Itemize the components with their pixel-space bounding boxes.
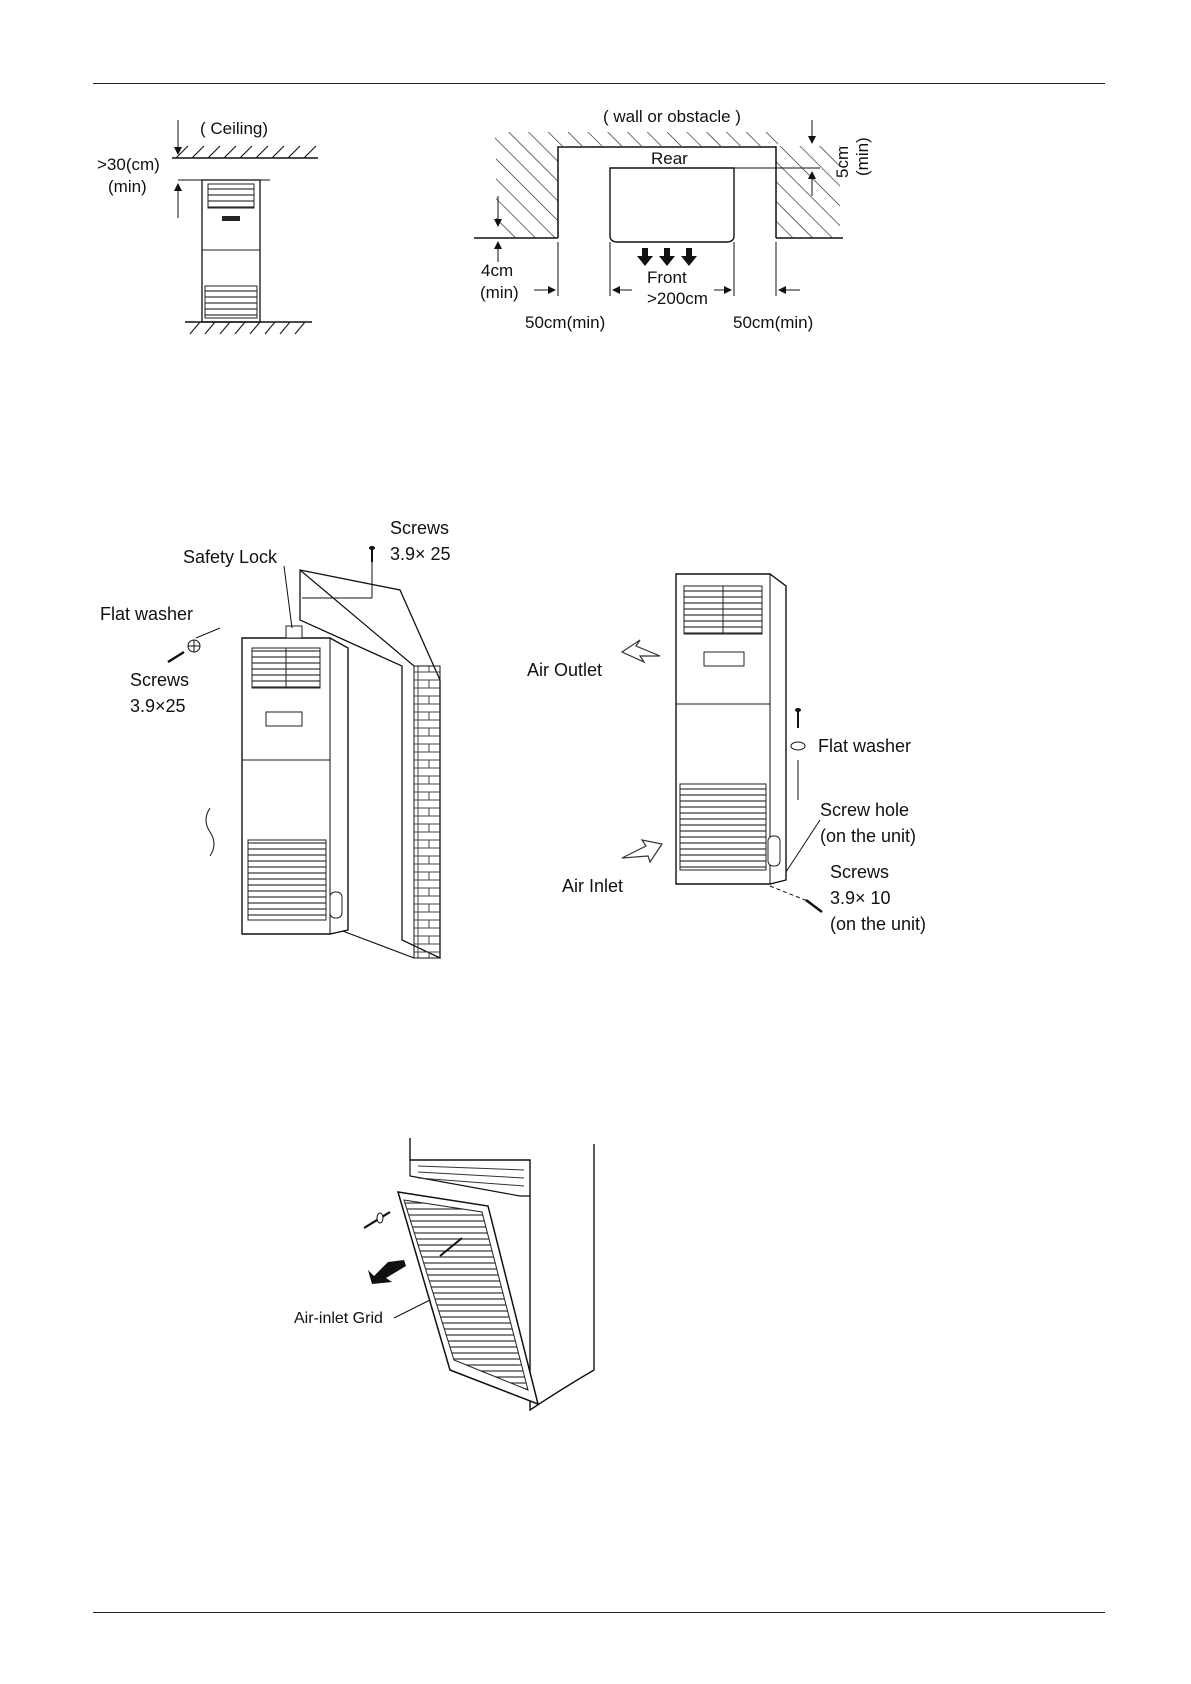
air-outlet-arrow-icon: [622, 640, 660, 662]
label-clearance-top-min: (min): [108, 177, 147, 196]
label-clearance-top: >30(cm): [97, 155, 160, 174]
indoor-unit-side: [202, 180, 260, 322]
label-rear: Rear: [651, 149, 688, 168]
figure-floor-fixing: Air Outlet Flat washer Screw hole (on th…: [527, 574, 926, 934]
floor-hatch: [190, 322, 305, 334]
label-screws-left-size: 3.9×25: [130, 696, 186, 716]
label-air-outlet: Air Outlet: [527, 660, 602, 680]
label-right-clearance: 50cm(min): [733, 313, 813, 332]
air-inlet-arrow-icon: [622, 840, 662, 862]
label-wall-or-obstacle: ( wall or obstacle ): [603, 107, 741, 126]
indoor-unit-front: [242, 626, 348, 934]
label-side-clearance-small: 4cm: [481, 261, 513, 280]
label-left-clearance: 50cm(min): [525, 313, 605, 332]
screw-icon: [806, 900, 822, 912]
label-front: Front: [647, 268, 687, 287]
screw-icon: [364, 1212, 390, 1228]
wall-hatch-right: [776, 146, 840, 238]
label-air-inlet-grid: Air-inlet Grid: [294, 1310, 383, 1327]
pull-direction-arrow-icon: [368, 1256, 406, 1284]
indoor-unit-top-view: [610, 168, 734, 242]
label-screws-left: Screws: [130, 670, 189, 690]
front-airflow-arrows: [637, 248, 697, 266]
label-air-inlet: Air Inlet: [562, 876, 623, 896]
label-screw-hole: Screw hole: [820, 800, 909, 820]
flat-washer-icon: [188, 640, 200, 652]
label-screws-note: (on the unit): [830, 914, 926, 934]
safety-lock-bracket: [286, 626, 302, 638]
figure-ceiling-clearance: ( Ceiling) >30(cm) (min): [97, 119, 318, 334]
upper-grille: [418, 1166, 524, 1186]
figure-wall-fixing: Screws 3.9× 25 Safety Lock Flat washer S…: [100, 518, 451, 958]
label-flat-washer: Flat washer: [818, 736, 911, 756]
indoor-unit-floor: [676, 574, 786, 884]
label-screws: Screws: [830, 862, 889, 882]
wall-hatch-left: [496, 146, 558, 238]
label-rear-clearance-min: (min): [853, 137, 872, 176]
label-screws-top: Screws: [390, 518, 449, 538]
brick-wall: [414, 666, 440, 958]
label-safety-lock: Safety Lock: [183, 547, 278, 567]
flat-washer-icon: [791, 742, 805, 750]
label-rear-clearance: 5cm: [833, 146, 852, 178]
label-flat-washer: Flat washer: [100, 604, 193, 624]
figure-air-inlet-grid: Air-inlet Grid: [294, 1138, 594, 1410]
label-side-clearance-small-min: (min): [480, 283, 519, 302]
label-front-clearance: >200cm: [647, 289, 708, 308]
screw-icon: [795, 708, 801, 728]
label-screws-top-size: 3.9× 25: [390, 544, 451, 564]
screw-icon: [168, 652, 184, 662]
label-screws-size: 3.9× 10: [830, 888, 891, 908]
wall-hatch-rear: [495, 132, 778, 146]
figure-top-view-clearance: ( wall or obstacle ) Rear 5cm (min) 4cm …: [474, 107, 872, 332]
ceiling-hatch: [176, 146, 316, 158]
screw-icon: [369, 546, 375, 562]
label-ceiling: ( Ceiling): [200, 119, 268, 138]
label-screw-hole-note: (on the unit): [820, 826, 916, 846]
break-line: [206, 808, 214, 856]
